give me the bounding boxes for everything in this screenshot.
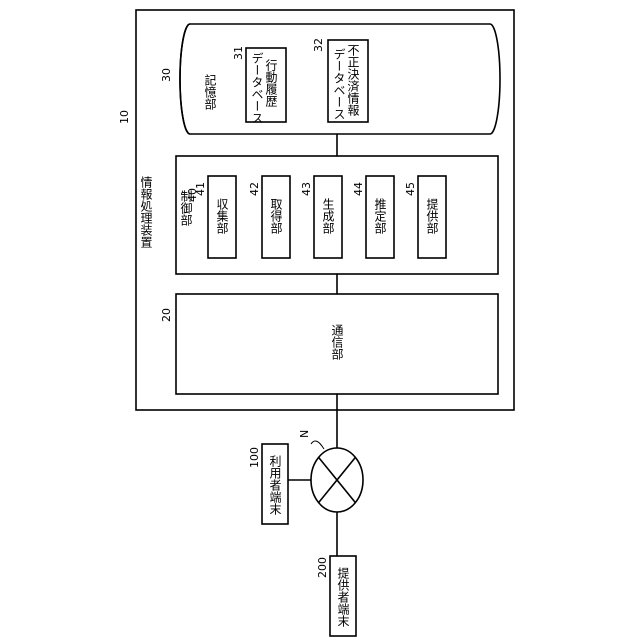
- action-history-db-line1: 行動履歴: [264, 59, 278, 108]
- provider-terminal-ref: 200: [316, 557, 329, 578]
- fraud-payment-db-ref: 32: [312, 38, 325, 52]
- network-label-leader: [311, 441, 324, 449]
- acquisition-unit-label: 取得部: [269, 198, 283, 234]
- provider-terminal-label: 提供者端末: [336, 566, 350, 627]
- network-label: N: [298, 430, 311, 438]
- generation-unit-ref: 43: [300, 182, 313, 196]
- user-terminal-ref: 100: [248, 447, 261, 468]
- apparatus-label: 情報処理装置: [139, 176, 153, 248]
- communication-label: 通信部: [330, 324, 344, 360]
- collection-unit-label: 収集部: [215, 198, 229, 234]
- collection-unit-ref: 41: [194, 182, 207, 196]
- fraud-payment-db-line2: データベース: [332, 48, 346, 120]
- provision-unit-ref: 45: [404, 182, 417, 196]
- communication-ref: 20: [160, 308, 173, 322]
- generation-unit-label: 生成部: [321, 198, 335, 234]
- estimation-unit-ref: 44: [352, 182, 365, 196]
- action-history-db-ref: 31: [232, 46, 245, 60]
- provision-unit-label: 提供部: [425, 197, 439, 234]
- action-history-db-line2: データベース: [250, 52, 264, 124]
- acquisition-unit-ref: 42: [248, 182, 261, 196]
- fraud-payment-db-line1: 不正決済情報: [346, 44, 360, 117]
- storage-label: 記憶部: [203, 73, 217, 110]
- user-terminal-label: 利用者端末: [268, 455, 282, 515]
- apparatus-ref: 10: [118, 110, 131, 124]
- estimation-unit-label: 推定部: [373, 198, 387, 234]
- network-node: [311, 448, 363, 512]
- storage-ref: 30: [160, 68, 173, 82]
